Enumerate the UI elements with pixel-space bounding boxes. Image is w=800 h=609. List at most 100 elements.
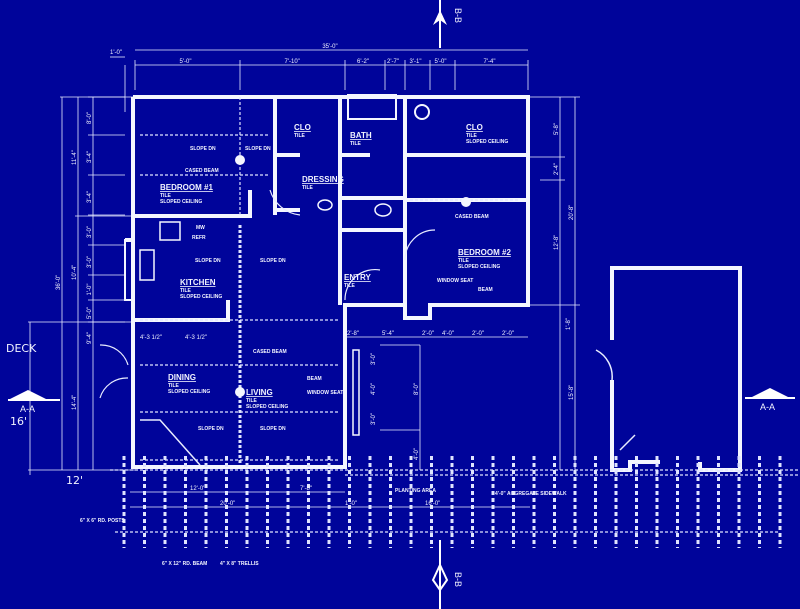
planting-area-note: PLANTING AREA (395, 488, 436, 494)
deck-width-label: 12' (66, 474, 83, 487)
section-bb-top: B-B (453, 8, 463, 23)
room-label-clo1: CLO (294, 123, 311, 132)
bottom-dim: 1'-0" (345, 501, 357, 507)
right-dim: 5'-8" (554, 123, 560, 135)
microwave-note: MW (196, 225, 205, 231)
mid-row-dim: 4'-0" (442, 331, 454, 337)
slope-note: SLOPE DN (190, 146, 216, 152)
room-ceiling-bedroom1: SLOPED CEILING (160, 199, 202, 205)
notes: SLOPE DN SLOPE DN CASED BEAM CASED BEAM … (80, 146, 567, 567)
window-seat-dim: 4'-0" (371, 383, 377, 395)
room-finish-clo1: TILE (294, 133, 305, 139)
left-dim: 5'-0" (87, 307, 93, 319)
room-ceiling-clo2: SLOPED CEILING (466, 139, 508, 145)
window-seat-dim: 4'-0" (414, 448, 420, 460)
section-aa-right: A-A (760, 402, 775, 412)
room-ceiling-living: SLOPED CEILING (246, 404, 288, 410)
top-dim: 6'-2" (357, 59, 369, 65)
mid-row-dim: 5'-4" (382, 331, 394, 337)
right-lower-dim: 15'-8" (569, 385, 575, 400)
sidewalk-note: 4'-0" AGGREGATE SIDEWALK (495, 491, 567, 497)
bottom-dim: 16'-0" (425, 501, 440, 507)
room-label-living: LIVING (246, 388, 273, 397)
top-dim: 7'-4" (484, 59, 496, 65)
left-dimensions: 36'-0" 11'-4" 10'-4" 14'-4" 8'-0"3'-4"3'… (6, 96, 135, 487)
top-dim: 5'-0" (435, 59, 447, 65)
top-dim: 5'-0" (180, 59, 192, 65)
kitchen-dim: 4'-3 1/2" (185, 335, 207, 341)
trellis (110, 456, 800, 548)
left-dim: 3'-0" (87, 226, 93, 238)
slope-note: SLOPE DN (198, 426, 224, 432)
slope-note: SLOPE DN (260, 426, 286, 432)
room-label-dressing: DRESSING (302, 175, 344, 184)
window-seat-dims: 2'-8" 5'-4" 2'-0" 4'-0" 2'-0" 2'-0" 4'-0" 3'-… (345, 331, 528, 470)
left-dim-c: 14'-4" (72, 395, 78, 410)
top-dim: 3'-1" (410, 59, 422, 65)
rd-beam-note: 6" X 12" RD. BEAM (162, 561, 207, 567)
slope-note: SLOPE DN (260, 258, 286, 264)
section-marks: B-B B-B A-A A-A (8, 0, 795, 609)
top-dim: 2'-7" (387, 59, 399, 65)
mid-row-dim: 2'-0" (502, 331, 514, 337)
cased-beam-note: CASED BEAM (185, 168, 219, 174)
slope-note: SLOPE DN (245, 146, 271, 152)
slope-note: SLOPE DN (195, 258, 221, 264)
room-label-bedroom1: BEDROOM #1 (160, 183, 213, 192)
room-label-clo2: CLO (466, 123, 483, 132)
deck-label: DECK (6, 342, 37, 355)
room-label-entry: ENTRY (344, 273, 371, 282)
window-seat-dim: 8'-0" (414, 383, 420, 395)
overall-width-dim: 35'-0" (322, 44, 337, 50)
left-dim-a: 11'-4" (72, 150, 78, 165)
offset-dim: 1'-0" (110, 50, 122, 56)
section-aa-left: A-A (20, 404, 35, 414)
refrigerator-note: REFR (192, 235, 206, 241)
mid-row-dim: 2'-0" (422, 331, 434, 337)
room-ceiling-kitchen: SLOPED CEILING (180, 294, 222, 300)
room-finish-dining: TILE (168, 383, 179, 389)
cased-beam-note: CASED BEAM (455, 214, 489, 220)
left-dim: 9'-4" (87, 332, 93, 344)
mid-row-dim: 2'-0" (472, 331, 484, 337)
window-seat-note: WINDOW SEAT (307, 390, 343, 396)
left-dim: 8'-0" (87, 112, 93, 124)
right-dimensions: 20'-8" 5'-8" 2'-4" 12'-8" 15'-8" 1'-8" (530, 96, 580, 470)
top-dimensions: 35'-0" 1'-0" 5'-0" 7'-10" 6'-2" 2'-7" 3'-1" 5… (110, 44, 529, 112)
bottom-dim: 20'-0" (220, 501, 235, 507)
left-overall-dim: 36'-0" (56, 275, 62, 290)
right-small-dim: 1'-8" (566, 318, 572, 330)
house-walls (99, 94, 530, 469)
bottom-dim: 12'-0" (190, 486, 205, 492)
top-dim: 7'-10" (285, 59, 300, 65)
room-finish-dressing: TILE (302, 185, 313, 191)
beam-note: BEAM (478, 287, 493, 293)
room-label-bedroom2: BEDROOM #2 (458, 248, 511, 257)
room-finish-living: TILE (246, 398, 257, 404)
window-seat-dim: 3'-0" (371, 353, 377, 365)
section-bb-bottom: B-B (453, 572, 463, 587)
room-finish-clo2: TILE (466, 133, 477, 139)
room-label-kitchen: KITCHEN (180, 278, 216, 287)
room-finish-bedroom2: TILE (458, 258, 469, 264)
cased-beam-note: CASED BEAM (253, 349, 287, 355)
garage-outline (595, 266, 742, 472)
mid-row-dim: 2'-8" (347, 331, 359, 337)
beam-note: BEAM (307, 376, 322, 382)
bottom-dim: 7'-8" (300, 486, 312, 492)
kitchen-dim: 4'-3 1/2" (140, 335, 162, 341)
window-seat-dim: 3'-0" (371, 413, 377, 425)
left-dim: 3'-0" (87, 256, 93, 268)
right-dim: 12'-8" (554, 235, 560, 250)
left-dim: 3'-4" (87, 191, 93, 203)
trellis-note: 4" X 8" TRELLIS (220, 561, 259, 567)
right-dim: 2'-4" (554, 163, 560, 175)
window-seat-note: WINDOW SEAT (437, 278, 473, 284)
room-ceiling-dining: SLOPED CEILING (168, 389, 210, 395)
left-dim: 3'-4" (87, 151, 93, 163)
right-overall-dim: 20'-8" (569, 205, 575, 220)
room-finish-bath: TILE (350, 141, 361, 147)
posts-note: 6" X 6" RD. POSTS (80, 518, 125, 524)
